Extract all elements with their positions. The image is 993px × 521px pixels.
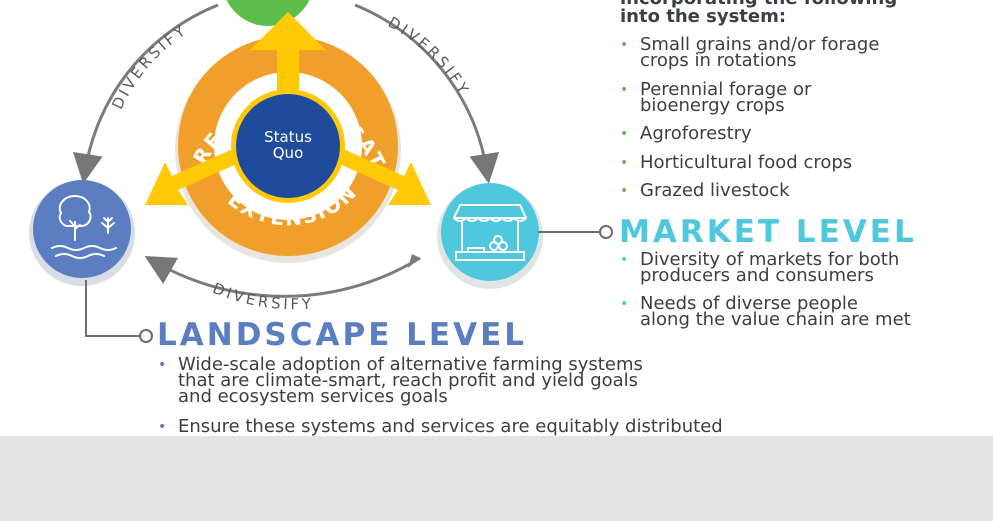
diversify-arc-left bbox=[72, 3, 219, 184]
bullet-dot: • bbox=[158, 419, 167, 435]
market-bullet-2-line1: Needs of diverse people bbox=[640, 293, 858, 314]
diversify-arc-right bbox=[354, 3, 500, 184]
bullet-dot: • bbox=[620, 155, 629, 171]
market-connector-dot bbox=[599, 225, 613, 239]
farm-level-intro: incorporating the following into the sys… bbox=[620, 0, 897, 26]
arrow-right bbox=[326, 144, 431, 205]
bullet-dot: • bbox=[620, 82, 629, 98]
farm-level-circle bbox=[226, 0, 310, 26]
market-circle bbox=[441, 183, 539, 281]
bullet-dot: • bbox=[620, 252, 629, 268]
bullet-dot: • bbox=[620, 296, 629, 312]
bullet-dot: • bbox=[620, 37, 629, 53]
farm-bullet-2-line2: bioenergy crops bbox=[640, 95, 785, 116]
farm-bullet-3: Agroforestry bbox=[640, 123, 752, 144]
bullet-dot: • bbox=[620, 183, 629, 199]
market-stall-icon bbox=[453, 204, 527, 261]
arrow-up bbox=[250, 12, 326, 108]
market-bullet-1-line1: Diversity of markets for both bbox=[640, 249, 900, 270]
landscape-connector bbox=[85, 280, 140, 337]
farm-level-intro-line2: into the system: bbox=[620, 6, 787, 27]
diversify-arc-bottom bbox=[144, 256, 421, 298]
landscape-bullet-1-line1: Wide-scale adoption of alternative farmi… bbox=[178, 354, 643, 375]
market-level-title: MARKET LEVEL bbox=[619, 214, 917, 250]
landscape-bullet-2: Ensure these systems and services are eq… bbox=[178, 416, 723, 437]
status-quo-circle bbox=[236, 94, 340, 198]
bullet-dot: • bbox=[620, 126, 629, 142]
status-quo-line1: Status bbox=[264, 128, 312, 146]
diversify-label-left: DIVERSIFY bbox=[108, 20, 188, 112]
farm-bullet-5: Grazed livestock bbox=[640, 180, 790, 201]
landscape-level-title: LANDSCAPE LEVEL bbox=[157, 317, 528, 353]
farm-bullet-1-line1: Small grains and/or forage bbox=[640, 34, 880, 55]
landscape-circle bbox=[33, 180, 131, 278]
status-quo-line2: Quo bbox=[273, 144, 304, 162]
landscape-bullet-1-line2: that are climate-smart, reach profit and… bbox=[178, 370, 639, 391]
arrow-left bbox=[145, 144, 250, 205]
market-bullet-1-line2: producers and consumers bbox=[640, 265, 874, 286]
svg-text:DIVERSIFY: DIVERSIFY bbox=[385, 13, 473, 99]
farm-bullet-4: Horticultural food crops bbox=[640, 152, 853, 173]
tree-landscape-icon bbox=[51, 194, 117, 259]
svg-text:DIVERSIFY: DIVERSIFY bbox=[108, 20, 191, 112]
farm-bullet-2-line1: Perennial forage or bbox=[640, 79, 812, 100]
bullet-dot: • bbox=[158, 357, 167, 373]
market-bullet-2-line2: along the value chain are met bbox=[640, 309, 911, 330]
farm-level-intro-line1: incorporating the following bbox=[620, 0, 897, 8]
svg-text:DIVERSIFY: DIVERSIFY bbox=[210, 279, 314, 313]
bottom-band bbox=[0, 436, 993, 521]
diversify-label-right: DIVERSIFY bbox=[385, 13, 470, 99]
landscape-connector-dot bbox=[139, 329, 153, 343]
diversify-arc-bottom-head bbox=[408, 254, 420, 268]
diversify-label-bottom: DIVERSIFY bbox=[210, 279, 311, 313]
landscape-bullet-1-line3: and ecosystem services goals bbox=[178, 386, 448, 407]
farm-bullet-1-line2: crops in rotations bbox=[640, 50, 797, 71]
